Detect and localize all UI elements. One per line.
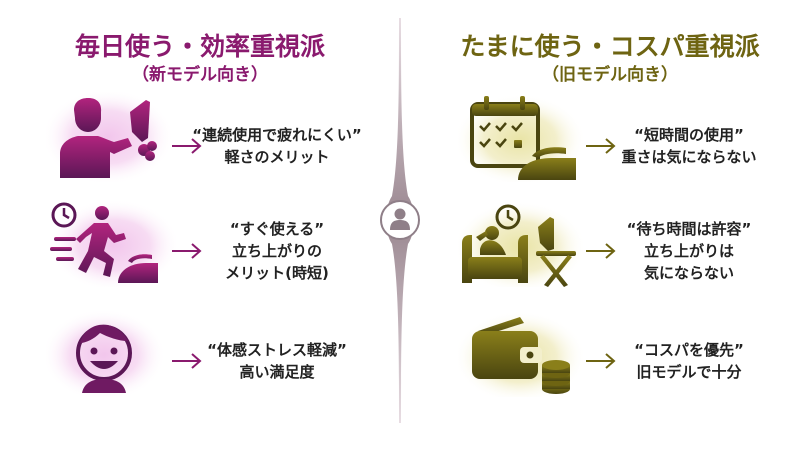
right-item-3-line-1: “コスパを優先” — [634, 341, 744, 359]
right-item-1-text: “短時間の使用” 重さは気にならない — [594, 124, 784, 168]
left-item-2-line-2: 立ち上がりの — [231, 242, 322, 260]
right-item-2-line-3: 気にならない — [643, 264, 734, 282]
right-item-3-text: “コスパを優先” 旧モデルで十分 — [594, 339, 784, 383]
arrow-right-icon — [586, 353, 616, 369]
arrow-right-icon — [172, 243, 202, 259]
right-title: たまに使う・コスパ重視派 — [460, 32, 760, 61]
arrow-right-icon — [172, 138, 202, 154]
smiling-face-icon — [46, 309, 166, 397]
left-item-2-line-3: メリット(時短) — [225, 264, 329, 282]
calendar-iron-icon — [458, 94, 586, 182]
left-item-2-line-1: “すぐ使える” — [229, 220, 325, 238]
user-avatar-icon — [390, 208, 410, 230]
left-item-3-line-2: 高い満足度 — [239, 363, 315, 381]
right-subtitle: （旧モデル向き） — [542, 65, 678, 85]
arrow-right-icon — [586, 243, 616, 259]
relaxing-person-clock-icon — [458, 201, 586, 287]
left-item-1-line-1: “連続使用で疲れにくい” — [192, 126, 362, 144]
left-item-1-line-2: 軽さのメリット — [224, 148, 330, 166]
right-item-3-line-2: 旧モデルで十分 — [636, 363, 742, 381]
person-ironing-icon — [46, 92, 174, 182]
left-item-2-text: “すぐ使える” 立ち上がりの メリット(時短) — [182, 218, 372, 284]
arrow-right-icon — [586, 138, 616, 154]
arrow-right-icon — [172, 353, 202, 369]
right-item-1-line-1: “短時間の使用” — [634, 126, 744, 144]
right-item-1-line-2: 重さは気にならない — [621, 148, 757, 166]
left-title: 毎日使う・効率重視派 — [74, 32, 325, 61]
left-item-1-text: “連続使用で疲れにくい” 軽さのメリット — [182, 124, 372, 168]
right-item-2-text: “待ち時間は許容” 立ち上がりは 気にならない — [594, 218, 784, 284]
center-divider — [380, 18, 420, 423]
right-item-2-line-1: “待ち時間は許容” — [626, 220, 752, 238]
wallet-coins-icon — [458, 311, 586, 397]
right-item-2-line-2: 立ち上がりは — [643, 242, 734, 260]
running-man-clock-icon — [48, 199, 176, 287]
left-subtitle: （新モデル向き） — [132, 65, 268, 85]
left-item-3-line-1: “体感ストレス軽減” — [207, 341, 347, 359]
left-item-3-text: “体感ストレス軽減” 高い満足度 — [182, 339, 372, 383]
